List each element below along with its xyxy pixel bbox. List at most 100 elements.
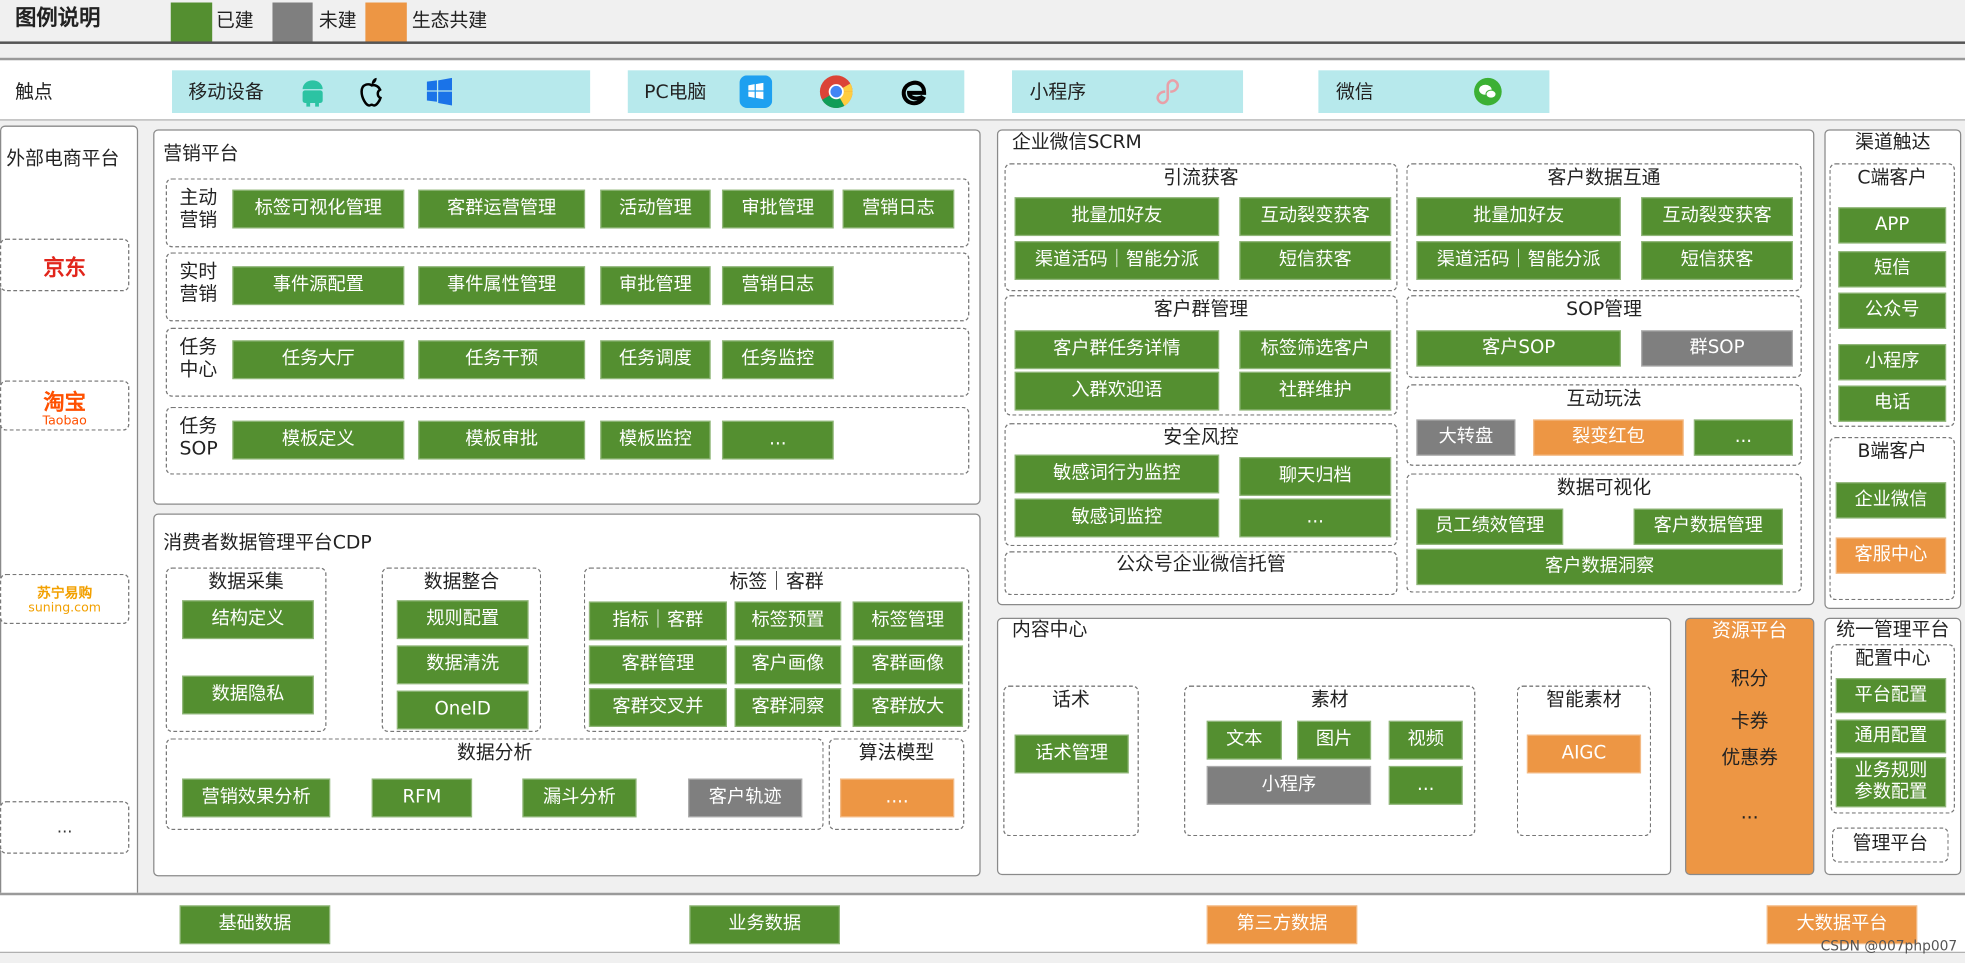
- module-button[interactable]: 事件源配置: [232, 266, 405, 306]
- module-button[interactable]: 视频: [1388, 720, 1463, 760]
- risk-control-group: [1004, 423, 1398, 547]
- module-button[interactable]: 客群画像: [852, 645, 964, 685]
- module-button[interactable]: 客服中心: [1835, 537, 1947, 574]
- module-button[interactable]: 客户画像: [734, 645, 842, 685]
- module-button[interactable]: 短信获客: [1641, 241, 1793, 280]
- module-button[interactable]: 敏感词监控: [1014, 498, 1220, 538]
- module-button[interactable]: 指标｜客群: [588, 601, 727, 641]
- module-button[interactable]: 裂变红包: [1533, 419, 1684, 456]
- module-button[interactable]: ...: [1239, 498, 1392, 538]
- module-button[interactable]: 客户SOP: [1416, 330, 1621, 367]
- module-button[interactable]: 客群交叉并: [588, 688, 727, 727]
- touchpoint-group[interactable]: [1318, 70, 1550, 114]
- module-button[interactable]: ...: [721, 420, 834, 460]
- legend-swatch-unbuilt: [272, 2, 313, 43]
- module-button[interactable]: 互动裂变获客: [1641, 197, 1793, 237]
- module-button[interactable]: 审批管理: [721, 189, 834, 229]
- module-button[interactable]: 渠道活码｜智能分派: [1416, 241, 1621, 280]
- module-button[interactable]: 图片: [1297, 720, 1372, 760]
- marketing-title: 营销平台: [163, 141, 239, 165]
- touchpoint-group[interactable]: [1012, 70, 1244, 114]
- module-button[interactable]: 模板审批: [418, 420, 586, 460]
- module-button[interactable]: 批量加好友: [1014, 197, 1220, 237]
- platform-logo[interactable]: 京东: [0, 238, 130, 292]
- module-button[interactable]: 客群洞察: [734, 688, 842, 727]
- module-button[interactable]: 数据清洗: [396, 645, 529, 685]
- module-button[interactable]: 聊天归档: [1239, 457, 1392, 496]
- module-button[interactable]: 模板定义: [232, 420, 405, 460]
- mini-program-icon: [1153, 73, 1188, 111]
- module-button[interactable]: APP: [1838, 207, 1947, 244]
- data-layer-button[interactable]: 业务数据: [689, 905, 840, 945]
- legend-swatch-built: [170, 2, 213, 43]
- module-button[interactable]: 业务规则 参数配置: [1835, 757, 1947, 808]
- data-layer-button[interactable]: 第三方数据: [1206, 905, 1358, 945]
- module-button[interactable]: 入群欢迎语: [1014, 371, 1220, 411]
- module-button[interactable]: ...: [1693, 419, 1793, 456]
- module-button[interactable]: 活动管理: [600, 189, 711, 229]
- module-button[interactable]: 大转盘: [1416, 419, 1516, 456]
- module-button[interactable]: 标签可视化管理: [232, 189, 405, 229]
- module-button[interactable]: 任务干预: [418, 340, 586, 380]
- module-button[interactable]: 营销日志: [721, 266, 834, 306]
- module-button[interactable]: 营销日志: [842, 189, 955, 229]
- admin-platform-box[interactable]: [1831, 827, 1949, 863]
- data-layer-button[interactable]: 基础数据: [179, 905, 331, 945]
- module-button[interactable]: 客群放大: [852, 688, 964, 727]
- module-button[interactable]: 社群维护: [1239, 371, 1392, 411]
- module-button[interactable]: 员工绩效管理: [1416, 508, 1564, 545]
- module-button[interactable]: 平台配置: [1835, 678, 1947, 714]
- module-button[interactable]: 渠道活码｜智能分派: [1014, 241, 1220, 280]
- module-button[interactable]: 审批管理: [600, 266, 711, 306]
- tags-segments-group: [583, 567, 970, 733]
- module-button[interactable]: 话术管理: [1014, 734, 1129, 774]
- c-end-customers-group: [1829, 163, 1955, 427]
- data-layer-button[interactable]: 大数据平台: [1766, 905, 1918, 945]
- module-button[interactable]: 客户数据管理: [1633, 508, 1783, 545]
- module-button[interactable]: RFM: [371, 778, 473, 818]
- module-button[interactable]: 任务监控: [721, 340, 834, 380]
- module-button[interactable]: 模板监控: [600, 420, 711, 460]
- module-button[interactable]: 客户轨迹: [688, 778, 803, 818]
- module-button[interactable]: 任务调度: [600, 340, 711, 380]
- module-button[interactable]: 群SOP: [1641, 330, 1793, 367]
- module-button[interactable]: 企业微信: [1835, 482, 1947, 519]
- module-button[interactable]: 通用配置: [1835, 719, 1947, 754]
- module-button[interactable]: 互动裂变获客: [1239, 197, 1392, 237]
- touchpoint-group[interactable]: [172, 70, 591, 114]
- module-button[interactable]: 营销效果分析: [182, 778, 331, 818]
- module-button[interactable]: 电话: [1838, 385, 1947, 422]
- module-button[interactable]: ...: [1388, 765, 1463, 805]
- content-title: 内容中心: [1012, 617, 1088, 641]
- module-button[interactable]: 小程序: [1206, 765, 1372, 805]
- module-button[interactable]: 敏感词行为监控: [1014, 454, 1220, 494]
- module-button[interactable]: 漏斗分析: [522, 778, 637, 818]
- module-button[interactable]: 短信: [1838, 251, 1947, 288]
- module-button[interactable]: 批量加好友: [1416, 197, 1621, 237]
- module-button[interactable]: 客户群任务详情: [1014, 330, 1220, 370]
- config-center-group-title: 配置中心: [1855, 646, 1931, 670]
- module-button[interactable]: 结构定义: [182, 600, 314, 640]
- module-button[interactable]: 公众号: [1838, 292, 1947, 329]
- module-button[interactable]: 事件属性管理: [418, 266, 586, 306]
- module-button[interactable]: 客群管理: [588, 645, 727, 685]
- marketing-row-label: 任务 中心: [179, 335, 218, 381]
- module-button[interactable]: 标签管理: [852, 601, 964, 641]
- module-button[interactable]: 数据隐私: [182, 675, 314, 715]
- module-button[interactable]: AIGC: [1526, 734, 1642, 774]
- module-button[interactable]: 标签筛选客户: [1239, 330, 1392, 370]
- module-button[interactable]: 规则配置: [396, 600, 529, 640]
- module-button[interactable]: 小程序: [1838, 344, 1947, 381]
- platform-logo[interactable]: ...: [0, 801, 130, 854]
- module-button[interactable]: 标签预置: [734, 601, 842, 641]
- module-button[interactable]: 短信获客: [1239, 241, 1392, 280]
- module-button[interactable]: ....: [839, 778, 955, 818]
- module-button[interactable]: 客群运营管理: [418, 189, 586, 229]
- module-button[interactable]: 任务大厅: [232, 340, 405, 380]
- data-visualization-group: [1406, 473, 1802, 593]
- module-button[interactable]: OneID: [396, 690, 529, 730]
- module-button[interactable]: 客户数据洞察: [1416, 548, 1783, 586]
- module-button[interactable]: 文本: [1206, 720, 1282, 760]
